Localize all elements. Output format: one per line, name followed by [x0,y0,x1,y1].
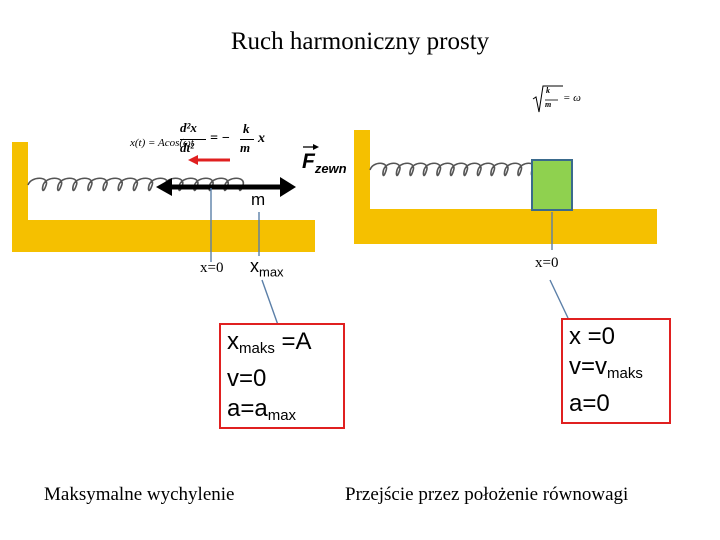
page-title: Ruch harmoniczny prosty [230,28,490,55]
right-x0-label: x=0 [535,255,559,271]
right-mass-block [531,159,573,211]
box-line-a: a=amax [227,395,297,424]
ode-numerator: d²x [180,120,197,135]
left-box-pointer [261,279,279,326]
sqrt-m: m [545,100,552,109]
mass-label: m [251,190,266,209]
box-line-vmaks: v=vmaks [569,353,643,382]
left-base [12,220,315,252]
restoring-force-arrow-head [188,155,198,165]
x0-label: x=0 [200,260,224,276]
equilibrium-box: x =0 v=vmaks a=0 [561,318,671,424]
ode-k: k [243,121,250,136]
ode-denominator: dt² [180,140,195,155]
max-displacement-box: xmaks =A v=0 a=amax [219,323,345,429]
position-formula: x(t) = Acos(ωt [130,137,194,149]
ode-x: x [258,131,265,146]
sqrt-k: k [546,86,550,95]
ode-k-m-bar [240,139,254,140]
right-spring [369,162,536,177]
displacement-arrow-right-head [280,177,296,197]
xmax-label: xmax [250,256,284,280]
right-apparatus [354,85,657,319]
ode-m: m [240,140,251,155]
right-base [354,209,657,244]
right-box-pointer [549,279,569,319]
box-line-x0: x =0 [569,323,616,350]
box-line-v: v=0 [227,365,267,392]
left-caption: Maksymalne wychylenie [44,484,235,505]
force-label: Fzewn [302,150,347,177]
box-line-a0: a=0 [569,390,610,417]
box-line-xmaks: xmaks =A [227,328,312,357]
ode-equals-minus: = − [210,131,230,146]
ode-fraction-bar [180,139,206,140]
displacement-arrow-left-head [156,178,172,196]
left-apparatus [12,142,319,326]
force-vector-bar-head [313,144,319,150]
omega-tail: = ω [563,92,581,104]
right-caption: Przejście przez położenie równowagi [345,484,629,505]
sqrt-sign [532,85,563,113]
